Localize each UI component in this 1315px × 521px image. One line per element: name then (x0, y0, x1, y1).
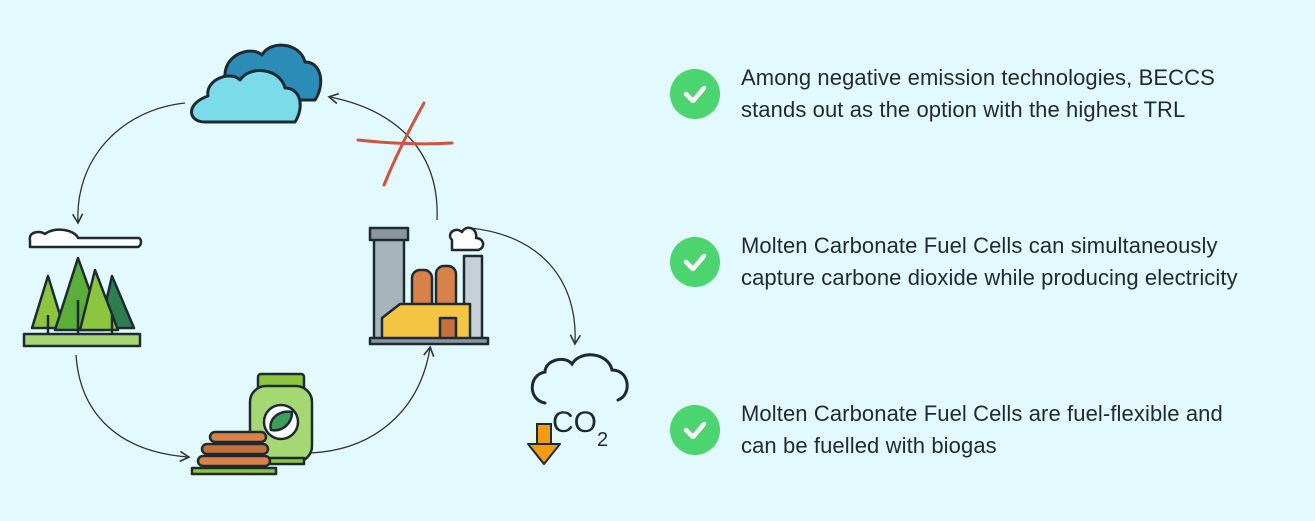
bullet-line: Molten Carbonate Fuel Cells are fuel-fle… (741, 401, 1223, 426)
bullet-item-beccs: Among negative emission technologies, BE… (670, 62, 1311, 126)
cloud-icon (190, 43, 323, 124)
co2-subscript: 2 (597, 429, 608, 451)
carbon-cycle-diagram: CO 2 (22, 43, 629, 476)
check-circle-icon (670, 237, 720, 287)
bullet-item-mcfc-capture: Molten Carbonate Fuel Cells can simultan… (670, 230, 1311, 294)
factory-icon (368, 226, 490, 346)
arrow-factory-to-cloud (327, 92, 438, 221)
bullet-line: Among negative emission technologies, BE… (741, 65, 1215, 90)
cycle-arrows (71, 92, 582, 463)
bullet-line: can be fuelled with biogas (741, 433, 997, 458)
check-circle-icon (670, 69, 720, 119)
bullet-text: Molten Carbonate Fuel Cells are fuel-fle… (741, 398, 1311, 462)
bullet-line: capture carbone dioxide while producing … (741, 265, 1238, 290)
bullet-text: Among negative emission technologies, BE… (741, 62, 1311, 126)
arrow-cloud-to-forest (71, 102, 186, 225)
arrow-biogas-to-factory (309, 345, 435, 454)
biomass-biogas-icon (190, 372, 314, 476)
bullet-text: Molten Carbonate Fuel Cells can simultan… (741, 230, 1311, 294)
check-circle-icon (670, 405, 720, 455)
co2-label: CO (552, 406, 597, 439)
arrow-factory-to-co2 (469, 227, 582, 346)
bullet-line: stands out as the option with the highes… (741, 97, 1186, 122)
cross-mark-icon (356, 101, 454, 187)
forest-icon (22, 228, 143, 348)
bullet-line: Molten Carbonate Fuel Cells can simultan… (741, 233, 1218, 258)
bullet-item-mcfc-fuel: Molten Carbonate Fuel Cells are fuel-fle… (670, 398, 1311, 462)
co2-down-icon: CO 2 (527, 353, 629, 465)
arrow-forest-to-biomass (75, 354, 191, 463)
